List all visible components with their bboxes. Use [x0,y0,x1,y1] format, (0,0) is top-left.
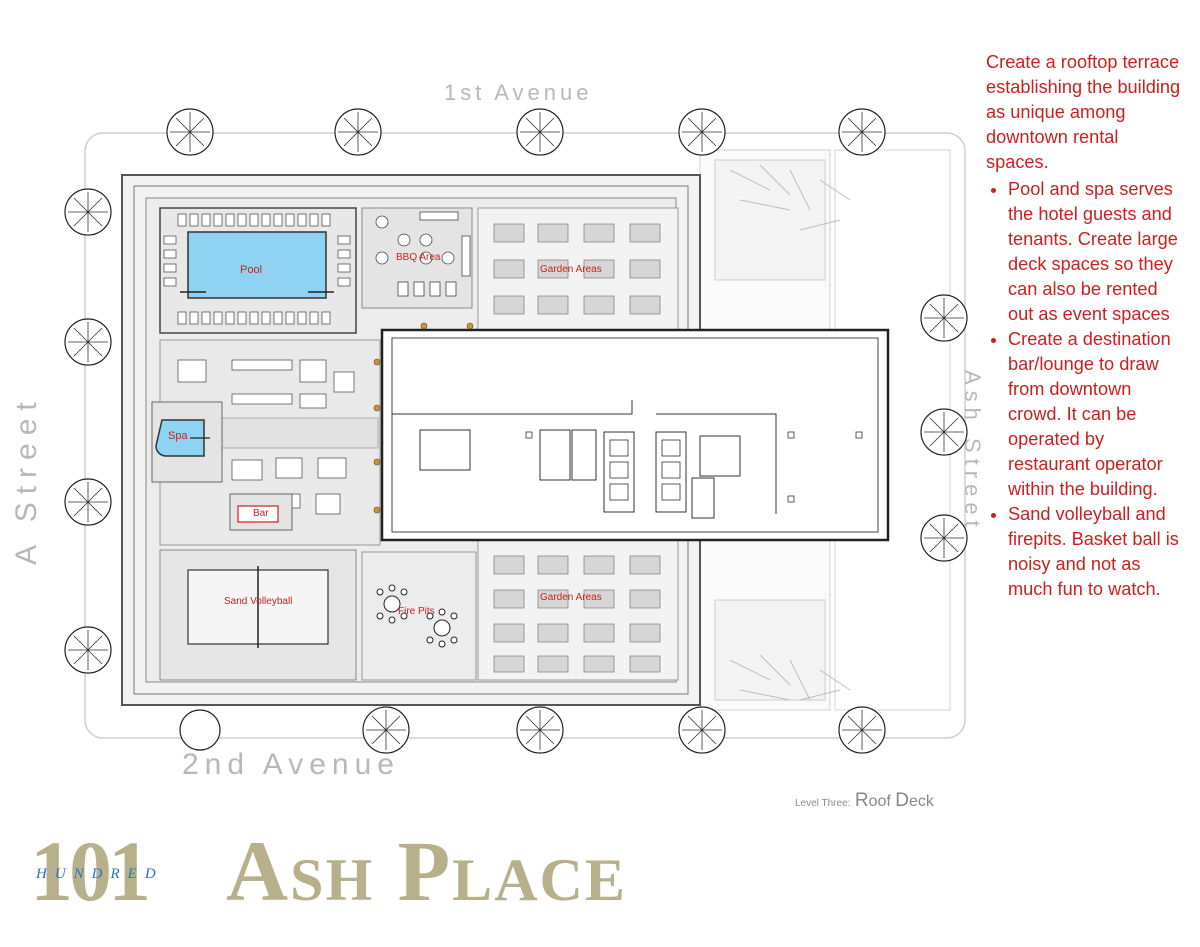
label-fire-pits: Fire Pits [398,606,435,617]
tower-elevators [609,439,681,501]
notes-intro: Create a rooftop terrace establishing th… [986,52,1181,172]
tree-branches [68,112,964,750]
garden-north-planters [493,223,661,315]
note-volleyball: Sand volleyball and firepits. Basket bal… [1008,502,1186,602]
street-label-east: Ash Street [960,370,985,533]
level-name-eck: eck [909,793,934,810]
street-label-south: 2nd Avenue [182,748,400,781]
notes-list: Pool and spa serves the hotel guests and… [986,177,1186,602]
label-bbq-area: BBQ Area [396,252,441,263]
tower-inner [391,337,879,533]
street-label-west: A Street [10,394,43,565]
level-prefix: Level Three: [795,798,851,809]
logo-hundred: HUNDRED [36,866,164,882]
bbq-tables [375,211,471,297]
level-name-r: R [854,790,869,811]
walkway-strip [217,417,379,449]
level-title: Level Three: Roof Deck [795,790,934,812]
palm-fronds [729,164,851,701]
label-garden-south: Garden Areas [540,592,602,603]
pool-lounge-chairs [163,213,351,325]
spa-water [155,419,205,457]
garden-south-planters [493,555,661,673]
label-bar: Bar [253,508,269,519]
east-planter-south [714,599,826,701]
design-notes: Create a rooftop terrace establishing th… [986,50,1186,602]
tower-core-walls [392,400,777,519]
pool-water [187,231,327,299]
level-name-oof: oof [868,793,896,810]
note-pool-spa: Pool and spa serves the hotel guests and… [1008,177,1186,327]
fire-pits-seating [376,584,458,648]
bar-counter [237,505,279,523]
level-name-d: D [895,790,910,811]
label-spa: Spa [168,430,188,442]
tower-outer [380,328,890,542]
east-planter-north [714,159,826,281]
logo-name: Ash Place [226,823,627,919]
tower-columns [525,431,863,503]
label-sand-volleyball: Sand Volleyball [224,596,293,607]
street-label-north: 1st Avenue [444,80,593,105]
label-garden-north: Garden Areas [540,264,602,275]
logo-number: 101 [30,823,151,919]
lamps [373,322,474,514]
label-pool: Pool [240,264,263,276]
note-bar-lounge: Create a destination bar/lounge to draw … [1008,327,1186,502]
